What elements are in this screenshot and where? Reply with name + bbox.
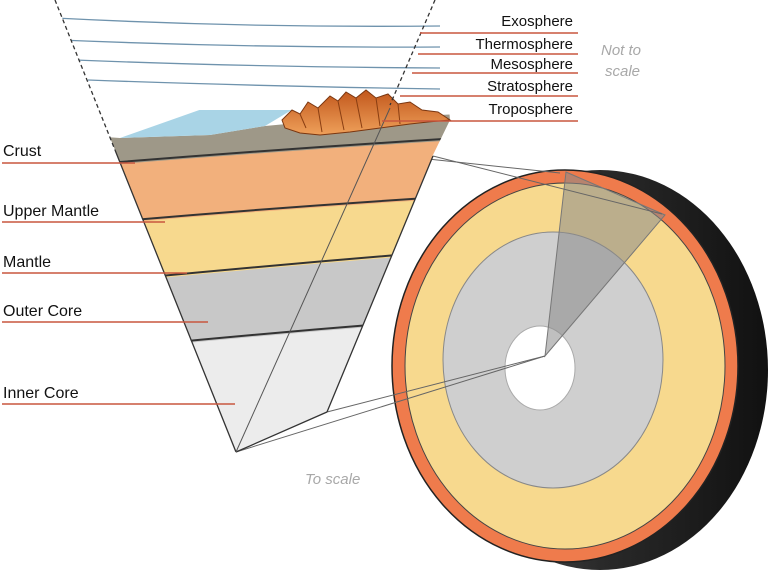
sky-surface bbox=[120, 105, 300, 138]
stratosphere-label: Stratosphere bbox=[487, 78, 573, 95]
sphere-cutout-wedge bbox=[544, 171, 666, 358]
atmosphere-leader-lines bbox=[382, 32, 578, 122]
atmosphere-arc bbox=[87, 79, 441, 90]
atmosphere-arc bbox=[74, 59, 441, 69]
to-scale-note: To scale bbox=[305, 471, 360, 488]
mesosphere-label: Mesosphere bbox=[490, 56, 573, 73]
upper-mantle-label: Upper Mantle bbox=[3, 203, 99, 220]
earth-cone-section bbox=[55, 0, 450, 452]
mountain-range bbox=[281, 89, 452, 136]
outer-core-label: Outer Core bbox=[3, 303, 82, 320]
thermosphere-label: Thermosphere bbox=[475, 36, 573, 53]
exosphere-label: Exosphere bbox=[501, 13, 573, 30]
atmosphere-region bbox=[55, 0, 450, 110]
not-to-scale-note-line1: Not to bbox=[601, 42, 641, 59]
mantle-label: Mantle bbox=[3, 254, 51, 271]
atmosphere-arc bbox=[55, 17, 441, 27]
sphere-inner-core bbox=[504, 325, 576, 411]
layer-leader-lines bbox=[2, 162, 235, 405]
not-to-scale-note-line2: scale bbox=[605, 63, 640, 80]
atmosphere-arc bbox=[59, 39, 441, 48]
cone-outline bbox=[54, 0, 436, 453]
inner-core-band bbox=[55, 318, 450, 452]
troposphere-label: Troposphere bbox=[489, 101, 574, 118]
inner-core-label: Inner Core bbox=[3, 385, 79, 402]
earth-sphere bbox=[391, 169, 768, 570]
crust-label: Crust bbox=[3, 143, 42, 160]
